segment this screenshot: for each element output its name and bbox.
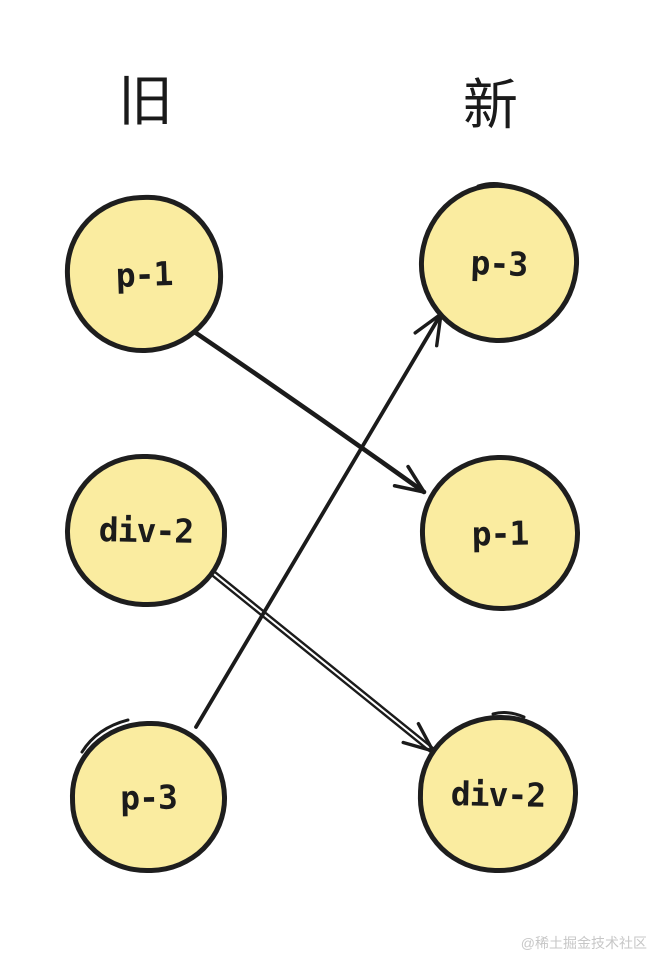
node-label: div-2 <box>450 773 546 815</box>
node-old-p-3: p-3 <box>68 719 229 875</box>
column-title-new: 新 <box>462 74 519 136</box>
node-new-p-1: p-1 <box>418 453 582 613</box>
watermark: @稀土掘金技术社区 <box>520 935 647 951</box>
node-new-div-2: div-2 <box>416 713 580 875</box>
node-old-p-1: p-1 <box>62 192 226 356</box>
node-old-div-2: div-2 <box>63 452 229 609</box>
arrow-old-div2-to-new-div2 <box>206 567 436 754</box>
node-label: p-1 <box>115 253 173 295</box>
column-title-old: 旧 <box>117 70 174 132</box>
node-label: div-2 <box>98 510 194 551</box>
arrow-old-p3-to-new-p3 <box>194 312 443 729</box>
node-label: p-3 <box>119 777 178 817</box>
node-label: p-3 <box>470 242 528 284</box>
node-label: p-1 <box>471 513 529 553</box>
node-new-p-3: p-3 <box>416 180 582 346</box>
arrow-old-p1-to-new-p1 <box>190 328 427 495</box>
